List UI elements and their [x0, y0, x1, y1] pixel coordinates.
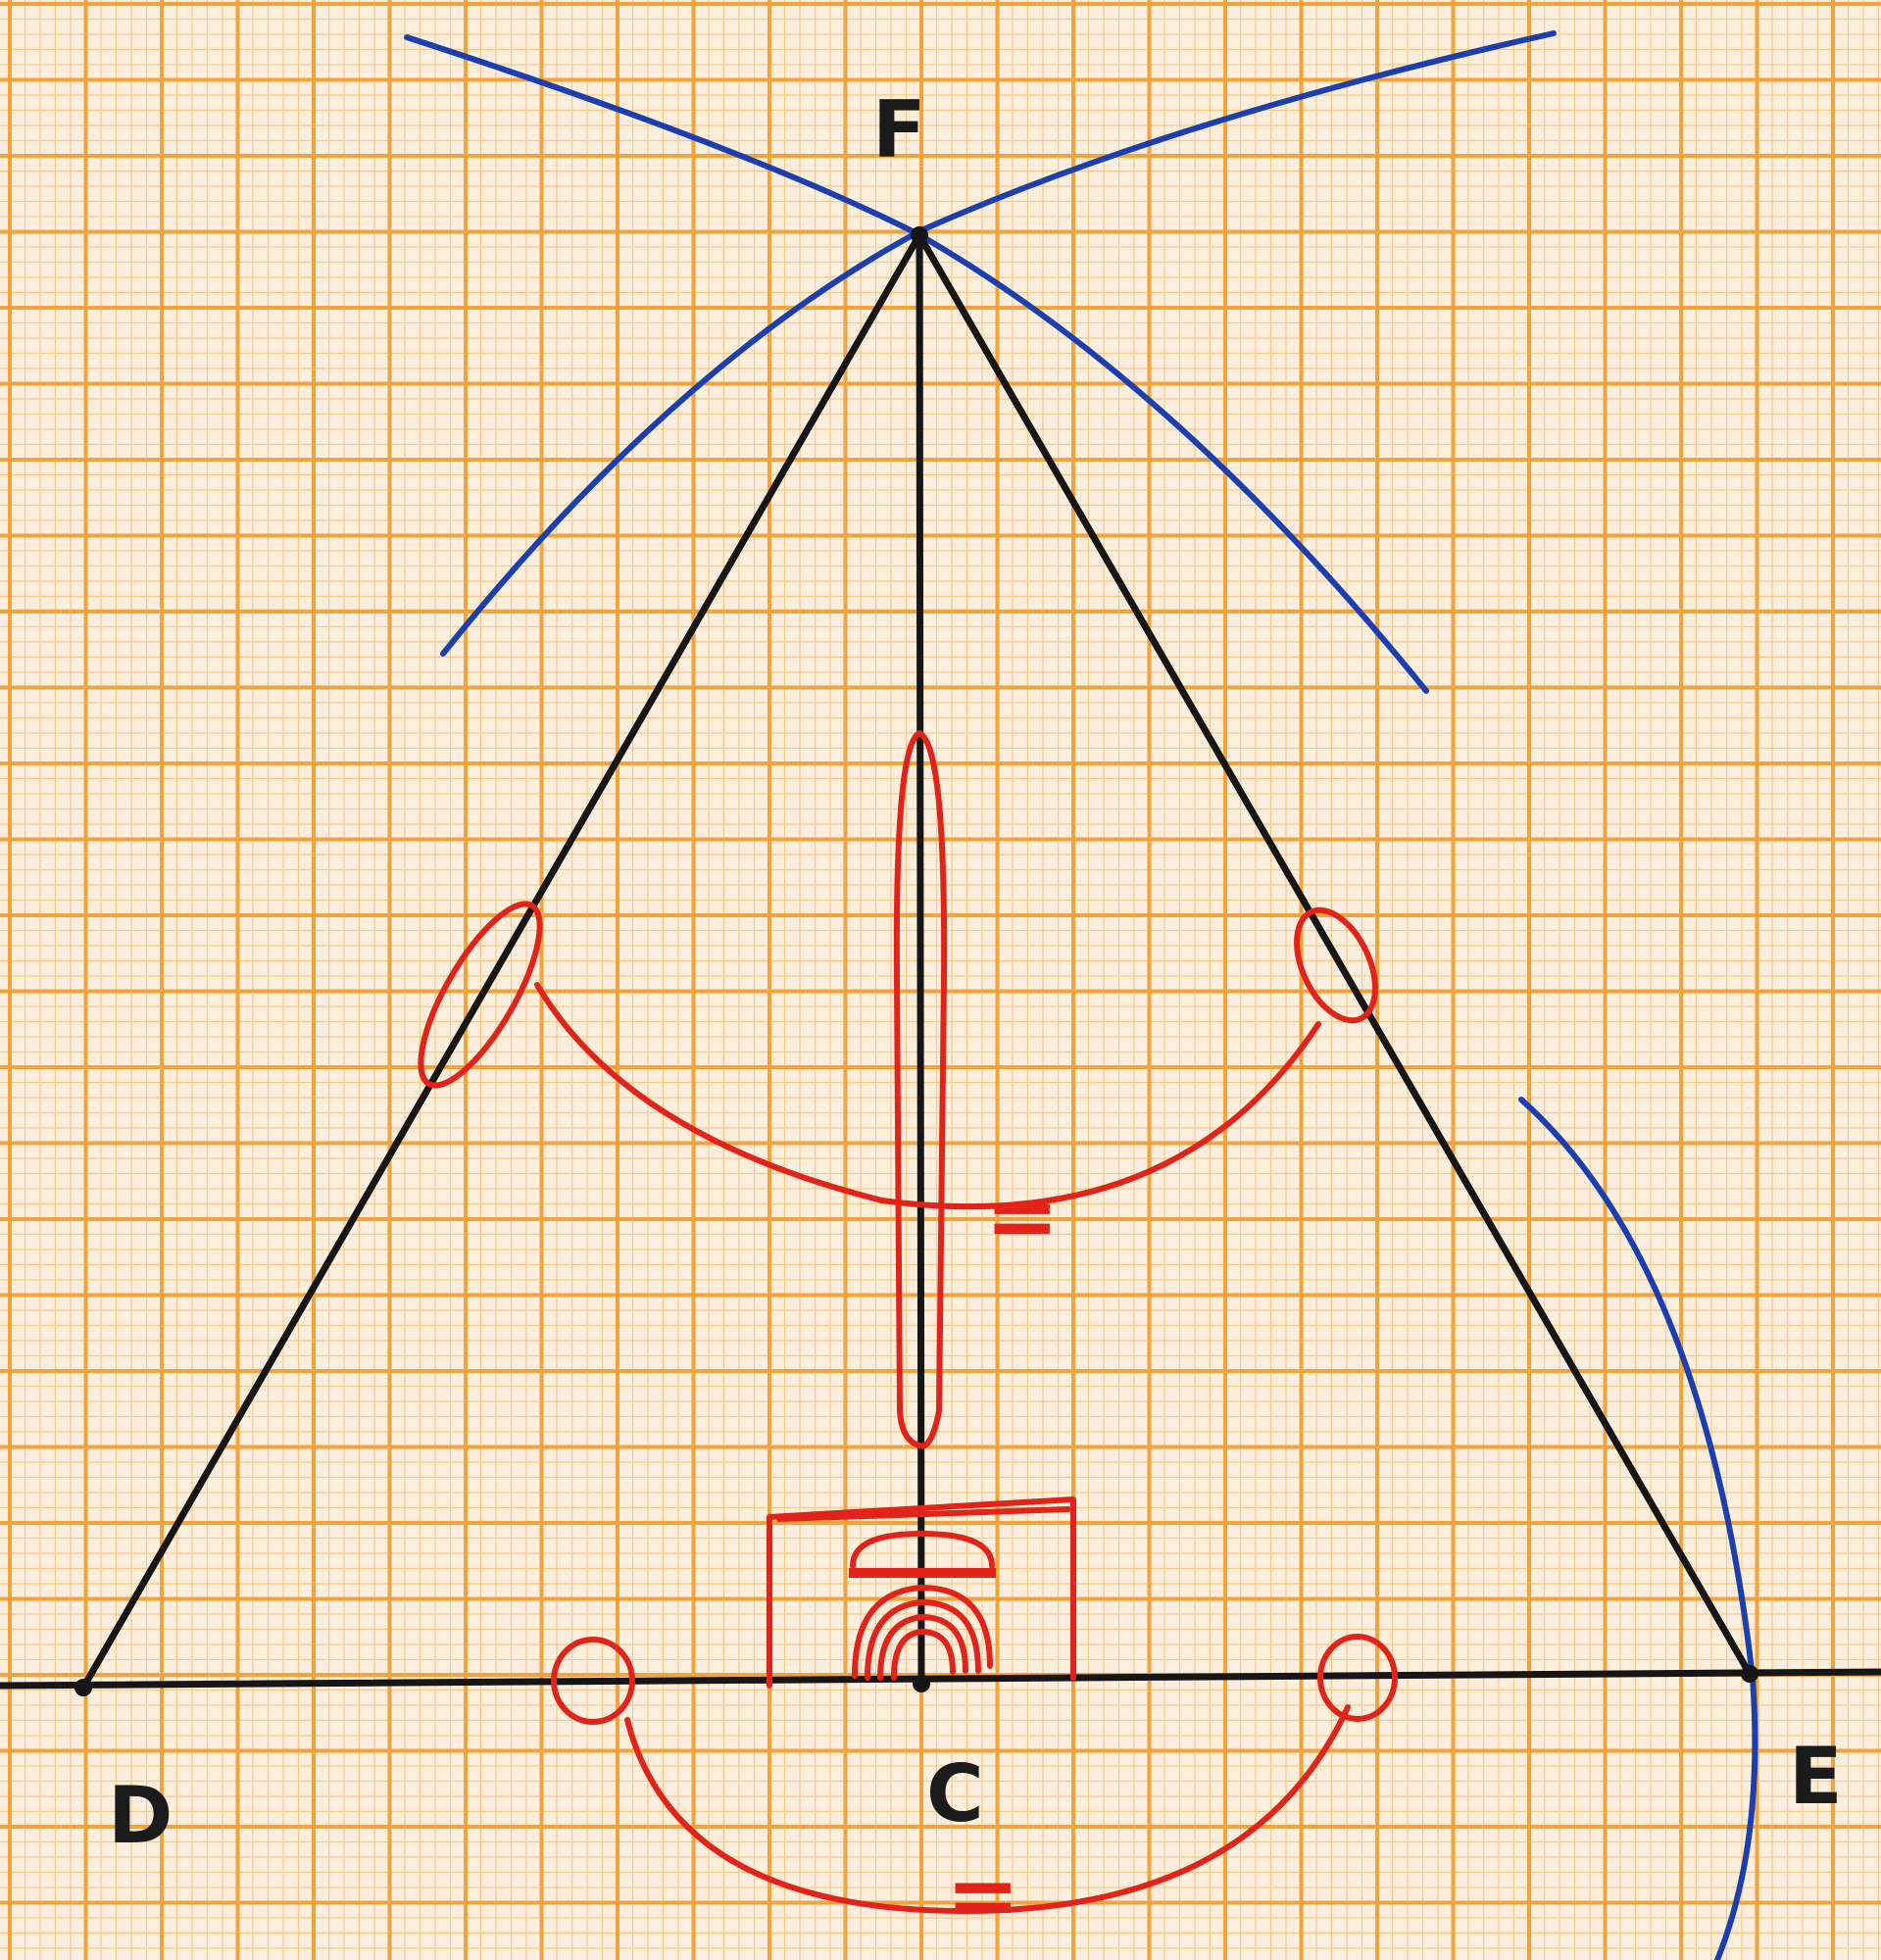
- arc-near-e: [1518, 1097, 1758, 1960]
- segment-ef: [916, 231, 1754, 1678]
- midpoint-mark-right-base: [1317, 1634, 1398, 1722]
- label-e: E: [1789, 1731, 1843, 1822]
- segment-df: [79, 231, 923, 1691]
- label-c: C: [926, 1748, 984, 1839]
- angle-hatching: [849, 1531, 996, 1681]
- midpoint-mark-side-ef: [1294, 906, 1378, 1024]
- point-e: [1741, 1665, 1758, 1683]
- segment-fc: [916, 231, 925, 1688]
- segment-de: [0, 1668, 1881, 1690]
- label-d: D: [108, 1770, 173, 1861]
- right-angle-mark: [767, 1496, 1076, 1689]
- label-f: F: [872, 84, 926, 175]
- congruence-mark-sides: =: [985, 1165, 1059, 1268]
- median-highlight: [893, 730, 948, 1449]
- midpoint-mark-side-df: [418, 901, 543, 1089]
- right-angle-mark-inner: [776, 1506, 1071, 1522]
- congruence-arc-base: [624, 1704, 1351, 1914]
- angle-bar: [849, 1568, 996, 1578]
- point-d: [74, 1679, 92, 1696]
- midpoint-mark-left-base: [551, 1637, 635, 1725]
- point-f: [911, 226, 928, 244]
- congruence-mark-base: =: [946, 1844, 1019, 1947]
- congruence-arc-sides: [534, 982, 1321, 1210]
- point-c: [913, 1675, 930, 1692]
